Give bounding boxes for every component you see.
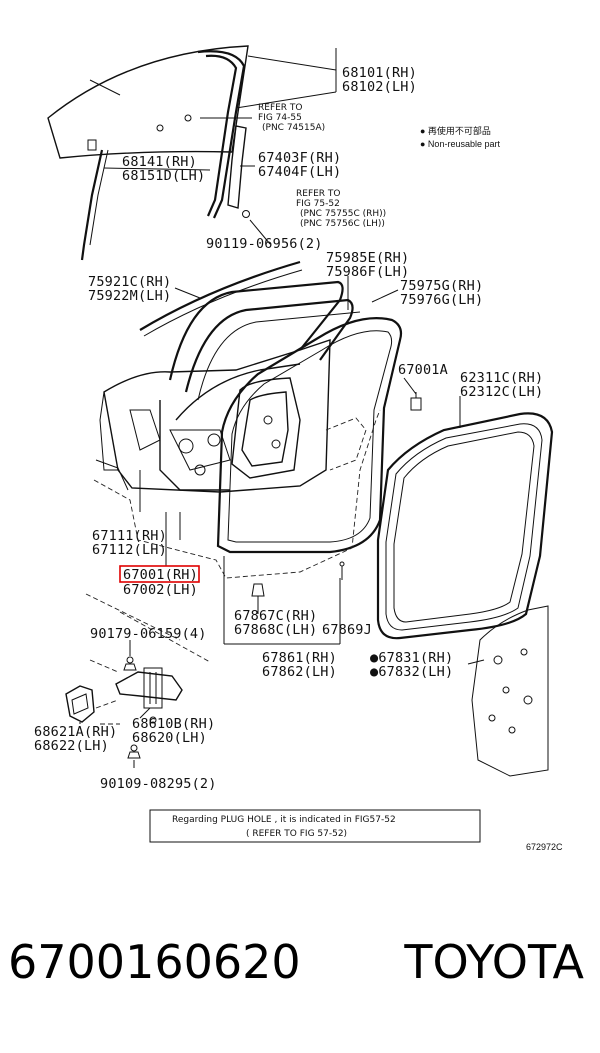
callout-75986f: 75986F(LH) xyxy=(326,264,409,280)
svg-text:(PNC 75756C (LH)): (PNC 75756C (LH)) xyxy=(300,219,385,229)
callout-67403f: 67403F(RH) xyxy=(258,150,341,166)
callout-68622: 68622(LH) xyxy=(34,738,109,754)
callout-62311c: 62311C(RH) xyxy=(460,370,543,386)
callout-75975g: 75975G(RH) xyxy=(400,278,483,294)
svg-text:(PNC 75755C (RH)): (PNC 75755C (RH)) xyxy=(300,209,386,219)
door-weatherstrip xyxy=(216,317,403,554)
callout-90119: 90119-06956(2) xyxy=(206,236,323,252)
callout-67832: ●67832(LH) xyxy=(370,664,453,680)
bolt-icon xyxy=(242,210,250,218)
callout-75921c: 75921C(RH) xyxy=(88,274,171,290)
callout-75922m: 75922M(LH) xyxy=(88,288,171,304)
callout-62312c: 62312C(LH) xyxy=(460,384,543,400)
outer-belt-moulding xyxy=(139,260,301,331)
division-bar-rear xyxy=(227,125,247,209)
division-bar xyxy=(80,149,104,261)
svg-text:FIG 74-55: FIG 74-55 xyxy=(258,113,302,123)
callout-67001a: 67001A xyxy=(398,362,448,378)
note-line-2: ( REFER TO FIG 57-52) xyxy=(246,829,347,839)
callout-68610b: 68610B(RH) xyxy=(132,716,215,732)
legend-jp: ● 再使用不可部品 xyxy=(420,125,491,136)
footer: 6700160620 TOYOTA xyxy=(0,935,600,1005)
callout-75976g: 75976G(LH) xyxy=(400,292,483,308)
legend-en: ● Non-reusable part xyxy=(420,139,500,149)
callout-67002: 67002(LH) xyxy=(123,582,198,598)
legend: ● 再使用不可部品 ● Non-reusable part xyxy=(420,125,500,149)
front-door-panel xyxy=(95,339,331,493)
clip-icon xyxy=(410,392,422,411)
svg-text:(PNC 74515A): (PNC 74515A) xyxy=(262,123,325,133)
clip-icon-3 xyxy=(339,561,345,580)
door-frame-moulding-inner xyxy=(184,298,354,393)
callout-67112: 67112(LH) xyxy=(92,542,167,558)
svg-text:FIG 75-52: FIG 75-52 xyxy=(296,199,340,209)
callout-67867c: 67867C(RH) xyxy=(234,608,317,624)
refer-note-b: REFER TO FIG 75-52 (PNC 75755C (RH)) (PN… xyxy=(296,189,386,229)
part-number: 6700160620 xyxy=(8,935,301,989)
bolt-icon-3 xyxy=(127,744,141,759)
opening-weatherstrip xyxy=(376,412,554,640)
highlight-box xyxy=(119,565,200,583)
callout-67862: 67862(LH) xyxy=(262,664,337,680)
callout-68620: 68620(LH) xyxy=(132,730,207,746)
figure-code: 672972C xyxy=(526,842,563,852)
bolt-icon-2 xyxy=(123,656,137,671)
callout-67868c: 67868C(LH) xyxy=(234,622,317,638)
door-trim-outline xyxy=(93,409,381,579)
leader-lines xyxy=(79,48,485,768)
callout-90109: 90109-08295(2) xyxy=(100,776,217,792)
callout-68621a: 68621A(RH) xyxy=(34,724,117,740)
door-check xyxy=(115,667,183,724)
parts-diagram: 68101(RH) 68102(LH) 68141(RH) 68151D(LH)… xyxy=(34,45,563,852)
door-hinge xyxy=(65,685,95,723)
callout-67831: ●67831(RH) xyxy=(370,650,453,666)
svg-text:REFER TO: REFER TO xyxy=(296,189,341,199)
refer-note-a: REFER TO FIG 74-55 (PNC 74515A) xyxy=(258,103,325,133)
door-frame-moulding-outer xyxy=(168,280,344,381)
service-hole-cover xyxy=(471,605,549,777)
callout-68151d: 68151D(LH) xyxy=(122,168,205,184)
callout-68102: 68102(LH) xyxy=(342,79,417,95)
callout-90179: 90179-06159(4) xyxy=(90,626,207,642)
door-glass xyxy=(47,45,249,159)
glass-run-inner xyxy=(205,54,238,217)
callout-67111: 67111(RH) xyxy=(92,528,167,544)
callout-75985e: 75985E(RH) xyxy=(326,250,409,266)
brand-name: TOYOTA xyxy=(404,935,584,989)
callout-67404f: 67404F(LH) xyxy=(258,164,341,180)
callout-67001: 67001(RH) xyxy=(123,567,198,583)
callout-67869j: 67869J xyxy=(322,622,372,638)
clip-icon-2 xyxy=(251,583,265,606)
callout-68101: 68101(RH) xyxy=(342,65,417,81)
glass-run xyxy=(197,50,246,219)
svg-text:REFER TO: REFER TO xyxy=(258,103,303,113)
callout-67861: 67861(RH) xyxy=(262,650,337,666)
plug-hole-note: Regarding PLUG HOLE , it is indicated in… xyxy=(149,809,481,843)
note-line-1: Regarding PLUG HOLE , it is indicated in… xyxy=(172,815,396,825)
callout-68141: 68141(RH) xyxy=(122,154,197,170)
